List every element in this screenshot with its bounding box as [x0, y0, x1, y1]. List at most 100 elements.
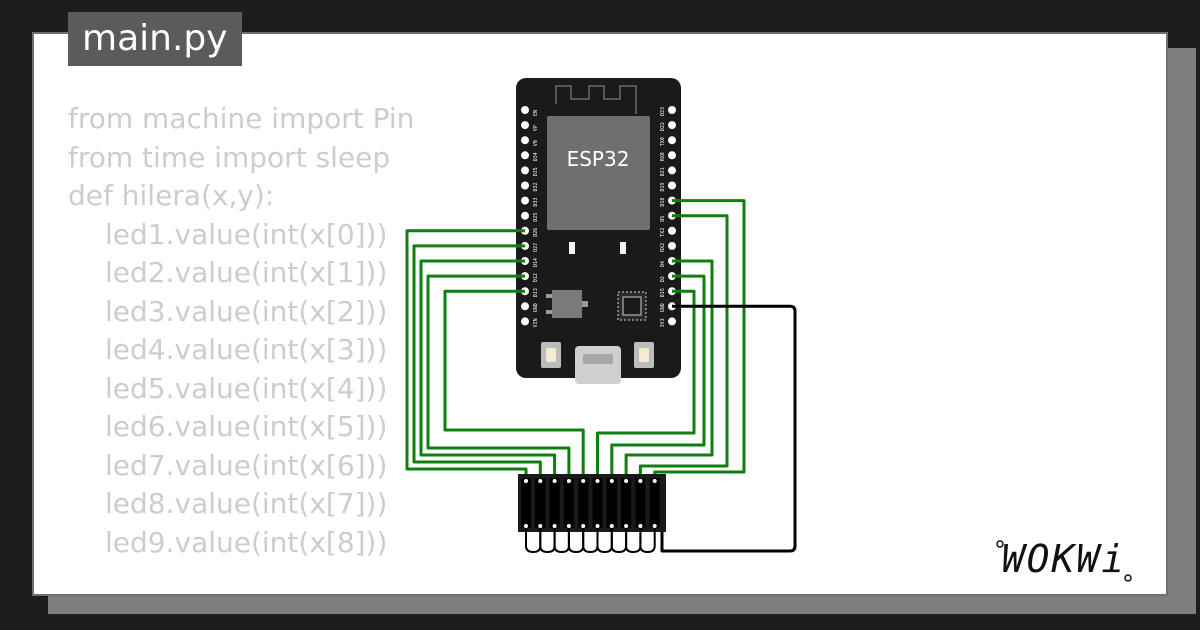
pin-label: D5: [660, 216, 666, 222]
board-led: [620, 242, 626, 254]
code-line: led4.value(int(x[3])): [105, 333, 388, 366]
pin-hole[interactable]: [521, 317, 529, 326]
chip-label: ESP32: [567, 147, 630, 171]
chip-shield: [547, 116, 650, 230]
led-anode-pin: [609, 479, 614, 483]
pin-hole[interactable]: [668, 241, 676, 250]
jumper-loop: [639, 528, 656, 554]
esp32-board[interactable]: ESP32 ENVPVND34D35D32D33D25D26D27D14D12D…: [516, 78, 681, 384]
led-cathode-pin: [624, 524, 629, 528]
code-line: from machine import Pin: [68, 102, 415, 135]
led-cathode-pin: [595, 524, 600, 528]
pin-label: D15: [660, 288, 666, 297]
pin-label: 3V3: [660, 318, 666, 327]
led-anode-pin: [581, 479, 586, 483]
signal-wire: [412, 244, 542, 481]
code-line: led9.value(int(x[8])): [105, 525, 388, 559]
code-line: led3.value(int(x[2])): [105, 294, 388, 328]
pin-label: D26: [533, 228, 539, 237]
pin-label: D19: [660, 182, 666, 191]
signal-wire: [405, 229, 528, 481]
boot-button[interactable]: [541, 342, 561, 368]
pin-hole[interactable]: [521, 181, 529, 190]
led-anode-pin: [566, 479, 571, 483]
pin-label: VP: [533, 125, 539, 131]
voltage-regulator: [552, 290, 582, 318]
pin-hole[interactable]: [668, 181, 676, 190]
file-tab-label: main.py: [82, 18, 228, 59]
led-anode-pin: [652, 479, 657, 483]
led-cathode-pin: [581, 524, 586, 528]
pin-label: D23: [660, 107, 666, 116]
pin-hole[interactable]: [668, 317, 676, 326]
led-cathode-pin: [552, 524, 557, 528]
led-segment[interactable]: [563, 478, 574, 528]
ground-wire: [660, 304, 797, 553]
led-segment[interactable]: [649, 478, 660, 528]
pin-label: EN: [533, 110, 539, 116]
pin-label: D12: [533, 273, 539, 282]
pin-label: D13: [533, 288, 539, 297]
pin-hole[interactable]: [521, 302, 529, 311]
cathode-jumpers: [525, 528, 656, 554]
led-segment[interactable]: [549, 478, 560, 528]
led-segment[interactable]: [535, 478, 546, 528]
led-bar-graph[interactable]: [518, 474, 666, 532]
wokwi-logo: WOKWi: [996, 537, 1132, 582]
pin-hole[interactable]: [668, 226, 676, 235]
pin-label: D2: [660, 276, 666, 282]
led-anode-pin: [552, 479, 557, 483]
code-preview: from machine import Pin from time import …: [68, 100, 414, 562]
led-segment[interactable]: [635, 478, 646, 528]
signal-wire: [426, 274, 571, 481]
usb-port: [575, 346, 621, 384]
pin-hole[interactable]: [521, 136, 529, 145]
led-cathode-pin: [566, 524, 571, 528]
antenna-trace: [555, 85, 637, 114]
pin-label: TX0: [660, 137, 666, 146]
code-line: def hilera(x,y):: [68, 179, 275, 212]
wires: [405, 199, 797, 553]
pin-label: D35: [533, 167, 539, 176]
led-anode-pin: [624, 479, 629, 483]
pin-hole[interactable]: [521, 166, 529, 175]
pin-hole[interactable]: [521, 211, 529, 220]
pin-hole[interactable]: [668, 121, 676, 130]
pin-label: D22: [660, 122, 666, 131]
code-line: led1.value(int(x[0])): [105, 217, 388, 251]
led-anode-pin: [638, 479, 643, 483]
file-tab[interactable]: main.py: [68, 12, 242, 66]
reset-button[interactable]: [634, 342, 654, 368]
led-segment[interactable]: [592, 478, 603, 528]
pin-hole[interactable]: [668, 106, 676, 114]
pin-hole[interactable]: [521, 196, 529, 205]
led-segment[interactable]: [621, 478, 632, 528]
pin-label: D14: [533, 258, 539, 267]
led-segment[interactable]: [606, 478, 617, 528]
led-segment[interactable]: [521, 478, 531, 528]
pin-label: VN: [533, 140, 539, 146]
pin-hole[interactable]: [668, 151, 676, 160]
pin-label: GND: [660, 303, 666, 312]
pin-hole[interactable]: [521, 151, 529, 160]
led-cathode-pin: [538, 524, 543, 528]
pin-label: GND: [533, 303, 539, 312]
led-anode-pin: [524, 479, 528, 483]
pin-hole[interactable]: [521, 106, 529, 114]
pin-hole[interactable]: [668, 166, 676, 175]
pin-label: D21: [660, 167, 666, 176]
pin-label: TX2: [660, 228, 666, 237]
pin-label: RX2: [660, 243, 666, 252]
pin-label: D34: [533, 152, 539, 161]
pin-label: D18: [660, 198, 666, 207]
pin-hole[interactable]: [668, 136, 676, 145]
led-segment[interactable]: [578, 478, 589, 528]
led-cathode-pin: [652, 524, 657, 528]
code-line: from time import sleep: [68, 140, 391, 174]
pin-hole[interactable]: [521, 121, 529, 130]
board-led: [569, 242, 575, 254]
signal-wire: [596, 289, 696, 481]
code-line: led6.value(int(x[5])): [105, 410, 388, 443]
pin-label: D32: [533, 182, 539, 191]
